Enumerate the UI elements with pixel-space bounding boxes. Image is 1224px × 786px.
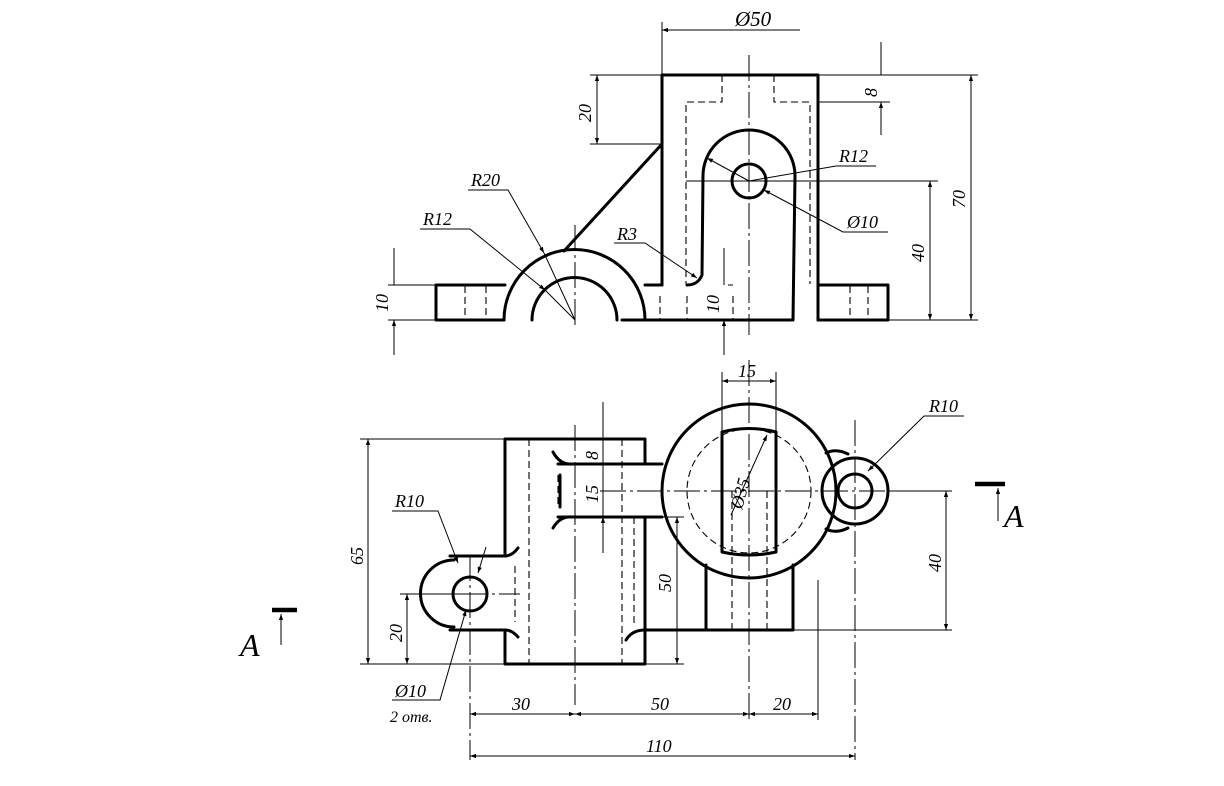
- dim-20-plan: 20: [386, 624, 406, 642]
- front-dimensions: Ø50 20 8 70 40 10 10 R20 R12 R3: [372, 7, 978, 355]
- plan-left-lug: [448, 554, 507, 632]
- dim-d50: Ø50: [734, 7, 772, 31]
- front-base-outline: [434, 283, 890, 322]
- dim-8: 8: [861, 88, 881, 97]
- front-view: [434, 55, 890, 335]
- dim-50-horizontal: 50: [651, 694, 669, 714]
- plan-dimensions: 15 Ø35 R10 8 15 65 R10 20 Ø10 2 отв. 50: [347, 361, 964, 759]
- section-markers: A A: [238, 481, 1024, 663]
- dim-10-left: 10: [372, 294, 392, 312]
- dim-40-plan: 40: [925, 554, 945, 572]
- front-hidden-lines: [464, 75, 869, 320]
- front-rib: [562, 142, 664, 253]
- plan-left-lug-breaks: [503, 546, 520, 639]
- leader-r20: [468, 189, 545, 254]
- leader-r12-right-arrow: [706, 157, 750, 182]
- plan-slot-tab: [556, 462, 664, 519]
- leader-r10-right: [867, 415, 964, 472]
- leader-r10-left-2: [477, 546, 487, 574]
- dim-r12-right: R12: [838, 146, 868, 166]
- dim-line-d35: [730, 434, 768, 516]
- dim-10-center: 10: [703, 295, 723, 313]
- dim-8-plan: 8: [582, 451, 602, 460]
- plan-slot-breaks: [551, 450, 574, 530]
- dim-20-bottom: 20: [773, 694, 791, 714]
- plan-hidden-lines: [514, 439, 768, 664]
- dim-r20: R20: [470, 170, 500, 190]
- ext-line: [793, 490, 952, 631]
- leader-r12-right: [748, 165, 876, 182]
- plan-boss-slot: [720, 427, 778, 557]
- plan-lower-break: [624, 628, 647, 642]
- ext-line: [818, 74, 978, 103]
- section-label-left: A: [238, 627, 260, 663]
- leader-r12-left-tail: [544, 289, 576, 321]
- plan-lower-body: [643, 563, 795, 632]
- section-label-right: A: [1002, 498, 1024, 534]
- dim-d10-plan: Ø10: [394, 681, 426, 701]
- dim-70: 70: [949, 190, 969, 208]
- dim-65: 65: [347, 547, 367, 565]
- dim-110: 110: [646, 736, 672, 756]
- leader-r20-tail: [543, 252, 576, 321]
- leader-d10: [763, 189, 888, 233]
- dim-d10-top: Ø10: [846, 212, 878, 232]
- leader-r3: [614, 242, 698, 279]
- dim-30: 30: [511, 694, 530, 714]
- dim-40: 40: [908, 244, 928, 262]
- dim-hole-count: 2 отв.: [390, 709, 433, 726]
- leader-d10-plan: [392, 609, 467, 701]
- leader-r12-left: [420, 228, 546, 291]
- ext-line: [388, 284, 436, 321]
- dim-d35: Ø35: [726, 476, 754, 512]
- leader-r10-left: [392, 510, 459, 564]
- ext-line: [590, 74, 662, 145]
- dim-20: 20: [575, 104, 595, 122]
- dim-r12-left: R12: [422, 209, 452, 229]
- dim-r3: R3: [616, 224, 637, 244]
- plan-right-lug: [824, 449, 850, 533]
- dim-50-vertical: 50: [655, 574, 675, 592]
- plan-view: [419, 360, 940, 760]
- dim-r10-right: R10: [928, 396, 958, 416]
- plan-center-lines: [425, 360, 940, 760]
- ext-line: [360, 438, 505, 665]
- front-column-outline: [660, 73, 820, 322]
- dim-r10-left: R10: [394, 491, 424, 511]
- dim-15-plan: 15: [582, 485, 602, 503]
- dim-15-top: 15: [738, 361, 756, 381]
- front-slot-u: [685, 128, 797, 322]
